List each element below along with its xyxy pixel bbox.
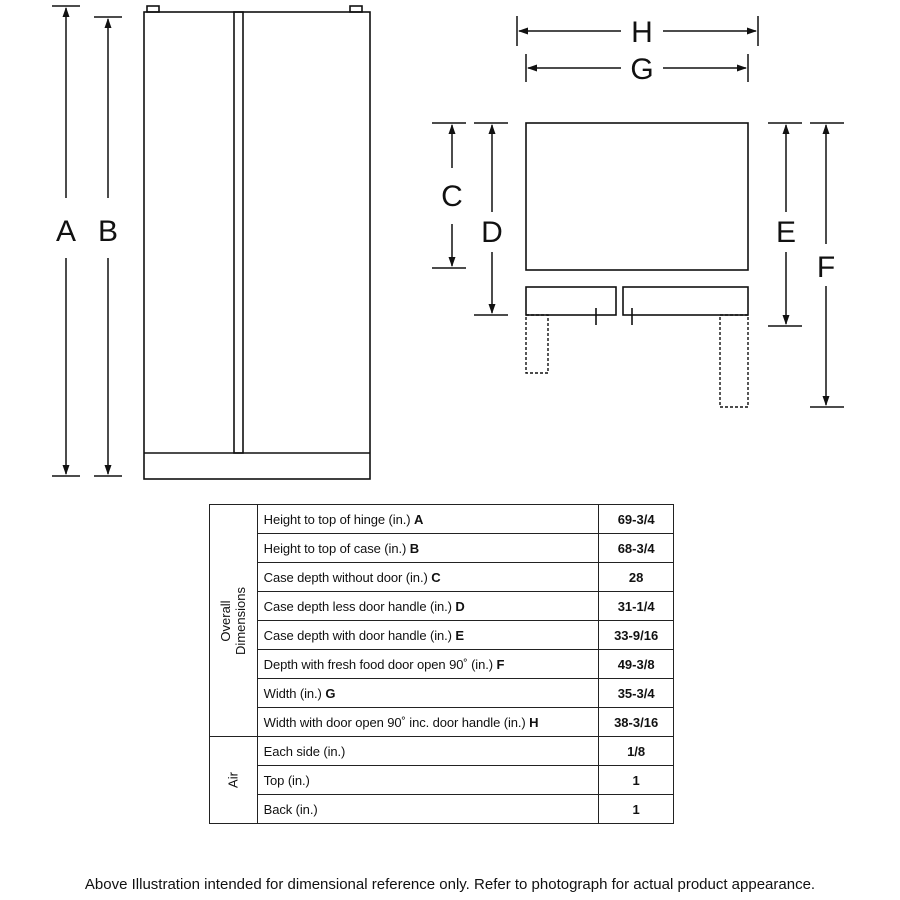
footnote: Above Illustration intended for dimensio… (84, 876, 816, 893)
table-row-label-text: Top (in.) (263, 772, 310, 788)
table-row-value: 1/8 (598, 736, 674, 766)
dimension-diagram: A B H G C (52, 5, 844, 480)
dimension-line-c (432, 122, 466, 269)
table-row-label-text: Case depth with door handle (in.) (263, 627, 452, 643)
table-row-letter: A (413, 511, 424, 527)
table-row-label: Height to top of hinge (in.) A (256, 504, 600, 534)
table-row-label-text: Case depth less door handle (in.) (263, 598, 452, 614)
table-row: Back (in.) 1 (210, 794, 674, 824)
table-row-label: Case depth with door handle (in.) E (256, 620, 600, 650)
dimension-label-h: H (631, 16, 653, 49)
table-row-label-text: Width (in.) (263, 685, 322, 701)
table-row-label-text: Height to top of hinge (in.) (263, 511, 411, 527)
table-row-label: Back (in.) (256, 794, 600, 824)
table-group-label: Air (209, 736, 258, 824)
dimension-line-e (768, 122, 802, 327)
table-row-label-text: Each side (in.) (263, 743, 346, 759)
table-row-letter: H (529, 714, 539, 730)
table-group-label-line: Air (225, 772, 241, 788)
dimension-line-f (810, 122, 844, 408)
dimension-label-c: C (441, 180, 463, 213)
table-row-label: Case depth less door handle (in.) D (256, 591, 600, 621)
table-row: Air Each side (in.) 1/8 (209, 736, 674, 824)
dimension-line-h (516, 16, 759, 46)
dimension-label-d: D (481, 216, 503, 249)
table-row-value: 33-9/16 (598, 620, 674, 650)
table-row-label-text: Back (in.) (263, 801, 318, 817)
table-row-value: 1 (598, 794, 674, 824)
open-door-outline (525, 314, 749, 408)
refrigerator-front-view (143, 5, 371, 480)
table-row-letter: G (325, 685, 336, 701)
table-row-label: Each side (in.) (256, 736, 600, 766)
table-row-value: 68-3/4 (598, 533, 674, 563)
dimension-line-b (94, 16, 122, 477)
table-row-label: Case depth without door (in.) C (256, 562, 600, 592)
dimension-line-g (525, 54, 749, 82)
table-row-value: 31-1/4 (598, 591, 674, 621)
dimension-label-b: B (98, 215, 118, 248)
dimension-label-e: E (776, 216, 796, 249)
table-row: Top (in.) 1 (210, 765, 674, 795)
table-row-value: 49-3/8 (598, 649, 674, 679)
table-row-value: 35-3/4 (598, 678, 674, 708)
table-row: Depth with fresh food door open 90˚ (in.… (210, 649, 674, 679)
table-row-value: 1 (598, 765, 674, 795)
table-row-letter: D (455, 598, 465, 614)
table-row-value: 69-3/4 (598, 504, 674, 534)
table-row: Width with door open 90˚ inc. door handl… (210, 707, 674, 737)
table-row-letter: C (431, 569, 441, 585)
dimension-line-a (52, 5, 80, 477)
table-row-label: Top (in.) (256, 765, 600, 795)
table-row-value: 28 (598, 562, 674, 592)
table-row-label: Depth with fresh food door open 90˚ (in.… (256, 649, 600, 679)
table-row-label: Height to top of case (in.) B (256, 533, 600, 563)
table-row-value: 38-3/16 (598, 707, 674, 737)
table-row-label-text: Depth with fresh food door open 90˚ (in.… (263, 656, 493, 672)
table-row-label: Width (in.) G (256, 678, 600, 708)
refrigerator-top-view (525, 122, 749, 325)
table-group-label-line: Overall (218, 599, 234, 642)
table-group-label-line: Dimensions (233, 586, 249, 655)
table-row-label-text: Height to top of case (in.) (263, 540, 407, 556)
dimension-label-f: F (817, 251, 835, 284)
dimension-label-g: G (630, 53, 653, 86)
dimension-line-d (474, 122, 508, 316)
table-row-letter: B (409, 540, 420, 556)
table-row-label-text: Width with door open 90˚ inc. door handl… (263, 714, 526, 730)
table-row-label-text: Case depth without door (in.) (263, 569, 428, 585)
table-row-letter: E (455, 627, 464, 643)
table-row-letter: F (496, 656, 505, 672)
table-row-label: Width with door open 90˚ inc. door handl… (256, 707, 600, 737)
dimension-label-a: A (56, 215, 76, 248)
